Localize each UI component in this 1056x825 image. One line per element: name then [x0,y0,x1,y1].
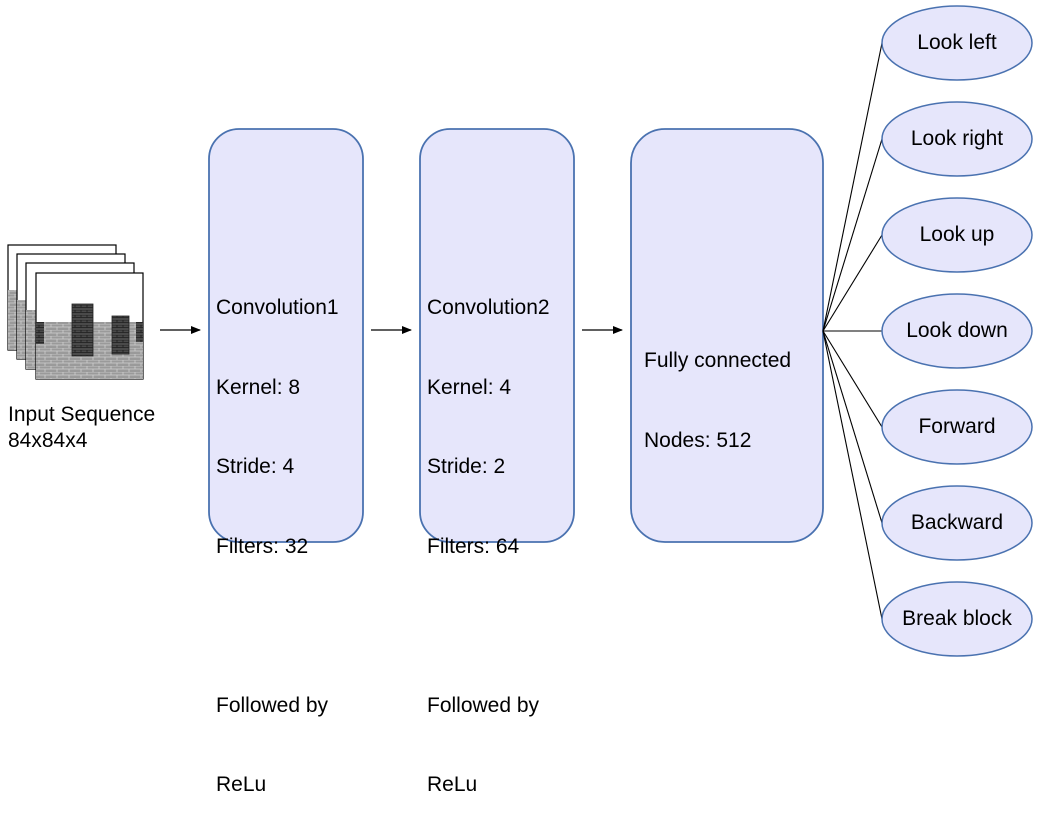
output-connections [822,42,883,620]
input-label: Input Sequence [8,403,156,426]
conv2-box [419,128,575,543]
fc-title: Fully connected [644,349,792,372]
fc-nodes: Nodes: 512 [644,428,752,452]
conv1-activation: ReLu [216,773,267,796]
conv1-title: Convolution1 [216,296,339,319]
output-oval-look-down [881,293,1033,369]
connection-break-block [822,330,883,620]
connection-look-up [822,234,883,332]
conv1-filters: Filters: 32 [216,534,309,558]
connection-look-right [822,138,883,332]
conv1-text: Convolution1 Kernel: 8 Stride: 4 Filters… [216,242,339,825]
conv1-kernel: Kernel: 8 [216,375,301,399]
conv2-followed-by: Followed by [427,693,540,717]
output-oval-look-up [881,197,1033,273]
output-oval-break-block [881,581,1033,657]
conv2-title: Convolution2 [427,296,550,319]
output-oval-look-left [881,5,1033,81]
connection-look-left [822,42,883,332]
conv2-activation: ReLu [427,773,478,796]
conv2-filters: Filters: 64 [427,534,520,558]
output-label-look-up: Look up [919,223,995,246]
output-label-backward: Backward [910,511,1004,534]
output-label-look-right: Look right [910,127,1004,150]
conv1-stride: Stride: 4 [216,455,295,478]
output-oval-forward [881,389,1033,465]
network-diagram [7,5,1033,657]
input-image-stack [7,244,144,380]
conv2-text: Convolution2 Kernel: 4 Stride: 2 Filters… [427,242,550,825]
conv2-kernel: Kernel: 4 [427,375,512,399]
input-frame-front [35,272,144,380]
output-ovals [881,5,1033,657]
output-label-look-down: Look down [906,319,1008,342]
fc-box [630,128,824,543]
input-dims: 84x84x4 [8,429,88,452]
output-oval-look-right [881,101,1033,177]
output-label-forward: Forward [918,415,996,438]
input-caption: Input Sequence 84x84x4 [8,402,155,454]
output-label-look-left: Look left [917,31,997,54]
conv1-box [208,128,364,543]
connection-backward [822,330,883,524]
output-label-break-block: Break block [902,607,1012,630]
connection-forward [822,330,883,428]
fc-text: Fully connected Nodes: 512 [644,295,791,481]
conv1-followed-by: Followed by [216,693,329,717]
conv2-stride: Stride: 2 [427,455,506,478]
output-oval-backward [881,485,1033,561]
